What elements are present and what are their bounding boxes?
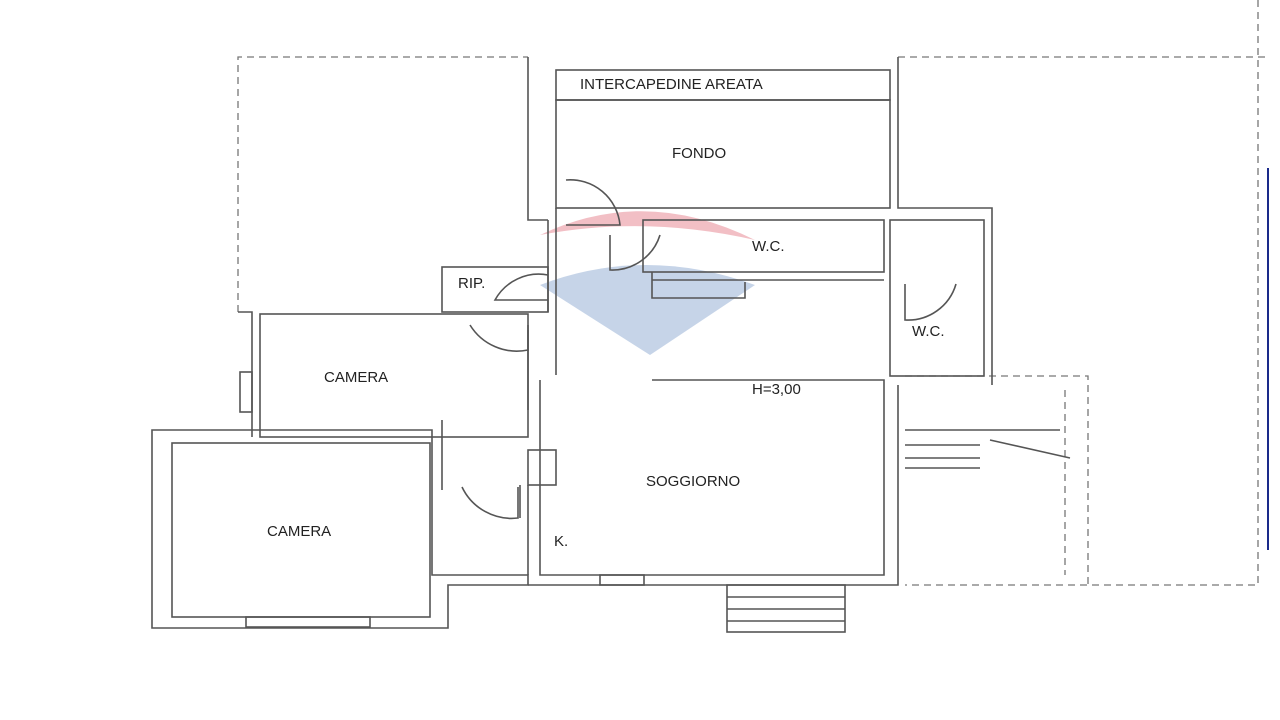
property-boundary: [237, 0, 1265, 586]
room-label-wc-2: W.C.: [912, 323, 945, 340]
room-label-camera: CAMERA: [324, 369, 388, 386]
walls: [151, 57, 1071, 633]
room-label-kitchen: K.: [554, 533, 568, 550]
room-label-soggiorno: SOGGIORNO: [646, 473, 740, 490]
room-label-intercapedine: INTERCAPEDINE AREATA: [580, 76, 763, 93]
remax-watermark-logo: [540, 211, 755, 355]
room-label-camera-2: CAMERA: [267, 523, 331, 540]
room-label-fondo: FONDO: [672, 145, 726, 162]
entrance-steps: [726, 584, 846, 633]
ceiling-height-label: H=3,00: [752, 381, 801, 398]
room-label-wc: W.C.: [752, 238, 785, 255]
door-swings: [461, 179, 957, 520]
room-label-ripostiglio: RIP.: [458, 275, 485, 292]
